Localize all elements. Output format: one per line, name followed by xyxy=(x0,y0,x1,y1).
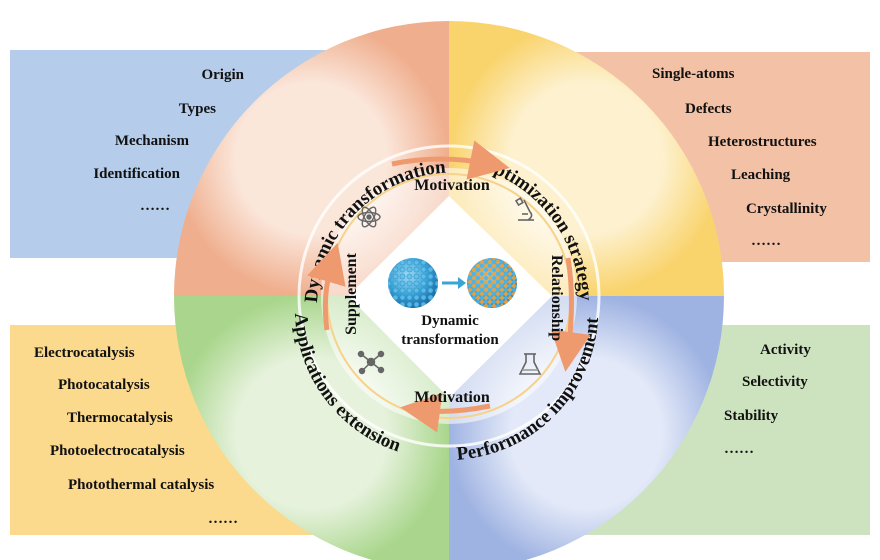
list-item: Leaching xyxy=(731,167,791,183)
nanoparticle-transformed xyxy=(467,258,517,308)
list-item: Origin xyxy=(201,67,244,83)
list-item: Types xyxy=(178,101,216,117)
transform-arrow xyxy=(442,277,466,289)
list-item: Thermocatalysis xyxy=(67,410,173,426)
list-item: Photothermal catalysis xyxy=(68,477,215,493)
list-item: Electrocatalysis xyxy=(34,345,135,361)
microscope-icon xyxy=(514,197,534,221)
list-item: Crystallinity xyxy=(746,201,827,217)
nanoparticle-pristine xyxy=(388,258,438,308)
list-item: …… xyxy=(140,198,170,214)
center-label-line1: Dynamic xyxy=(421,313,479,329)
label-motivation-bottom: Motivation xyxy=(414,389,490,406)
arrow-bottom xyxy=(400,392,491,433)
list-item: Mechanism xyxy=(114,133,189,149)
list-item: Defects xyxy=(685,101,732,117)
flask-icon xyxy=(518,353,542,375)
arrow-right xyxy=(550,257,591,372)
list-item: Photoelectrocatalysis xyxy=(50,443,185,459)
center-label-line2: transformation xyxy=(401,332,499,348)
list-item: …… xyxy=(751,233,781,249)
list-item: Identification xyxy=(93,166,180,182)
list-item: Activity xyxy=(760,342,811,358)
list-item: Selectivity xyxy=(742,374,808,390)
list-item: Single-atoms xyxy=(652,66,735,82)
label-supplement: Supplement xyxy=(343,252,360,334)
list-item: Stability xyxy=(724,408,779,424)
outer-ring-divider xyxy=(297,144,601,448)
label-motivation-top: Motivation xyxy=(414,177,490,194)
list-item: Heterostructures xyxy=(708,134,817,150)
arrow-top xyxy=(391,140,510,180)
list-item: …… xyxy=(208,511,238,527)
molecule-icon xyxy=(357,350,385,375)
center-diamond xyxy=(348,196,552,398)
atom-icon xyxy=(357,206,381,228)
list-item: Photocatalysis xyxy=(58,377,150,393)
arrow-left xyxy=(307,242,346,331)
list-item: …… xyxy=(724,441,754,457)
label-relationship: Relationship xyxy=(548,255,565,341)
